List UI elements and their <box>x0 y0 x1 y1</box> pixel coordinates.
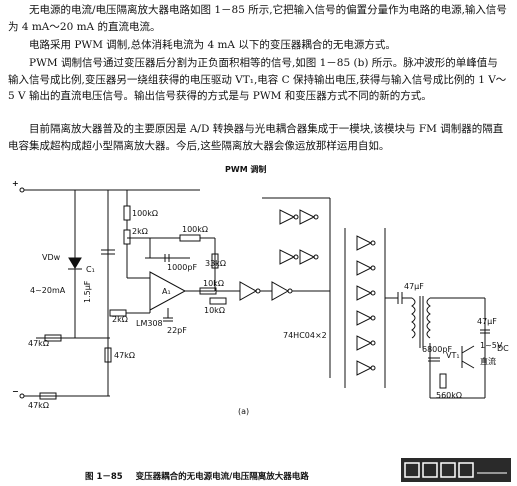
label-r560k: 560kΩ <box>436 391 462 400</box>
label-vdw: VDw <box>42 253 61 262</box>
label-r47k-b: 47kΩ <box>114 351 135 360</box>
opamp-a1 <box>149 271 187 311</box>
label-pwm: PWM 调制 <box>225 164 266 174</box>
transistor-vt1 <box>461 345 475 369</box>
site-logo <box>401 458 511 482</box>
caption-title: 变压器耦合的无电源电流/电压隔离放大器电路 <box>135 472 309 482</box>
label-c47u-b: 47μF <box>477 317 497 326</box>
paragraph-2: 电路采用 PWM 调制,总体消耗电流为 4 mA 以下的变压器耦合的无电源方式。 <box>29 39 396 51</box>
label-plus: + <box>12 179 19 188</box>
terminal-plus <box>19 187 25 193</box>
label-r10k-b: 10kΩ <box>204 306 225 315</box>
resistor-10k-b <box>209 297 227 305</box>
label-r10k-a: 10kΩ <box>203 279 224 288</box>
resistor-47k-b <box>104 347 112 363</box>
inverter-chain <box>239 198 331 378</box>
resistor-560k <box>439 373 447 389</box>
circuit-diagram: + − PWM 调制 100kΩ 2kΩ 100kΩ 1000pF 33kΩ V… <box>12 164 509 416</box>
zener-vdw <box>68 257 82 270</box>
label-vt1: VT₁ <box>446 351 460 360</box>
figure-caption: 图 1－85 变压器耦合的无电源电流/电压隔离放大器电路 <box>85 470 319 482</box>
label-r33k: 33kΩ <box>205 259 226 268</box>
paragraph-3: PWM 调制信号通过变压器后分割为正负面积相等的信号,如图 1－85 (b) 所… <box>8 57 507 102</box>
label-minus: − <box>12 387 19 396</box>
capacitor-c1 <box>101 249 115 255</box>
label-r47k-a: 47kΩ <box>28 339 49 348</box>
label-a1: A₁ <box>162 287 171 296</box>
label-out-v: 1~5V <box>480 341 503 350</box>
resistor-47k-c <box>39 392 57 400</box>
pot-2k-top <box>123 229 131 245</box>
paragraph-4: 目前隔离放大器普及的主要原因是 A/D 转换器与光电耦合器集成于一模块,该模块与… <box>8 123 504 152</box>
label-c1: C₁ <box>86 265 95 274</box>
resistor-100k-top <box>123 205 131 221</box>
inverter-stack-upper <box>262 197 330 265</box>
label-r2k-top: 2kΩ <box>132 227 148 236</box>
terminal-minus <box>19 393 25 399</box>
label-r2k-bot: 2kΩ <box>112 315 128 324</box>
label-input-range: 4~20mA <box>30 286 66 295</box>
label-c6800p: 6800pF <box>422 345 452 354</box>
label-out-zl: 直流 <box>480 356 496 366</box>
label-r100k-mid: 100kΩ <box>182 225 208 234</box>
label-c47u-a: 47μF <box>404 282 424 291</box>
label-lm308: LM308 <box>136 319 163 328</box>
buffer-column <box>344 228 386 388</box>
label-out-dc: DC <box>497 344 509 353</box>
label-hc04: 74HC04×2 <box>283 331 327 340</box>
transformer <box>411 296 431 348</box>
resistor-47k-a <box>44 334 62 342</box>
resistor-100k-mid <box>179 234 201 242</box>
paragraph-1: 无电源的电流/电压隔离放大器电路如图 1－85 所示,它把输入信号的偏置分量作为… <box>8 4 507 33</box>
label-r100k-top: 100kΩ <box>132 209 158 218</box>
label-c1-val: 1.5μF <box>83 280 92 303</box>
label-c1000p: 1000pF <box>167 263 197 272</box>
label-c22p: 22pF <box>167 326 187 335</box>
label-r47k-c: 47kΩ <box>28 401 49 410</box>
caption-number: 图 1－85 <box>85 472 123 482</box>
label-sub: (a) <box>238 407 249 416</box>
